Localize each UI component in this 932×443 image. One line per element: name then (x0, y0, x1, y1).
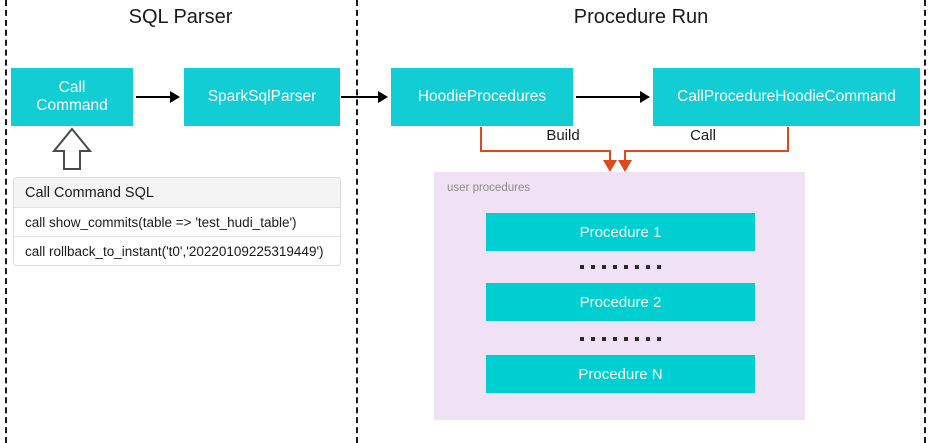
connector-build-arrowhead (603, 160, 617, 172)
section-title-sql-parser: SQL Parser (128, 6, 233, 28)
node-hoodie-procedures-label: HoodieProcedures (417, 87, 547, 105)
call-command-sql-table-row-2: call rollback_to_instant('t0','202201092… (25, 244, 324, 259)
edge-hoodieprocedures-to-callprocedurehoodiecommand (576, 96, 643, 98)
divider-left (5, 0, 7, 443)
connector-build-horizontal (480, 150, 611, 152)
node-call-procedure-hoodie-command-label: CallProcedureHoodieCommand (677, 87, 896, 105)
node-call-procedure-hoodie-command[interactable]: CallProcedureHoodieCommand (653, 68, 920, 126)
node-call-command-line1: Call (58, 78, 86, 96)
edge-callcommand-to-sparksqlparser (136, 96, 172, 98)
procedure-box-2[interactable]: Procedure 2 (486, 283, 755, 321)
connector-build-vertical (480, 127, 482, 152)
procedure-box-n[interactable]: Procedure N (486, 355, 755, 393)
ellipsis-2 (580, 337, 661, 341)
edge-sparksqlparser-to-hoodieprocedures (341, 96, 381, 98)
procedure-box-1[interactable]: Procedure 1 (486, 213, 755, 251)
procedure-box-1-label: Procedure 1 (579, 223, 662, 241)
connector-call-drop (624, 150, 626, 162)
node-spark-sql-parser-label: SparkSqlParser (207, 87, 317, 105)
divider-middle (356, 0, 358, 443)
edge-hoodieprocedures-to-callprocedurehoodiecommand-arrowhead (640, 91, 650, 103)
node-call-command[interactable]: Call Command (11, 68, 133, 126)
edge-sparksqlparser-to-hoodieprocedures-arrowhead (378, 91, 388, 103)
connector-build-drop (609, 150, 611, 162)
call-command-sql-table: Call Command SQL call show_commits(table… (13, 177, 341, 266)
node-spark-sql-parser[interactable]: SparkSqlParser (184, 68, 340, 126)
ellipsis-1 (580, 265, 661, 269)
connector-call-vertical (787, 127, 789, 152)
call-command-sql-table-header: Call Command SQL (14, 178, 340, 208)
hollow-up-arrow-icon (50, 126, 94, 172)
edge-label-build: Build (546, 127, 580, 144)
section-title-procedure-run: Procedure Run (573, 6, 709, 28)
procedure-box-2-label: Procedure 2 (579, 293, 662, 311)
edge-callcommand-to-sparksqlparser-arrowhead (170, 91, 180, 103)
user-procedures-panel-label: user procedures (447, 182, 531, 194)
call-command-sql-table-row-1: call show_commits(table => 'test_hudi_ta… (14, 208, 340, 237)
divider-right (924, 0, 926, 443)
connector-call-horizontal (624, 150, 789, 152)
connector-call-arrowhead (618, 160, 632, 172)
node-hoodie-procedures[interactable]: HoodieProcedures (391, 68, 573, 126)
node-call-command-line2: Command (36, 97, 108, 114)
edge-label-call: Call (690, 127, 716, 144)
procedure-box-n-label: Procedure N (578, 365, 663, 383)
